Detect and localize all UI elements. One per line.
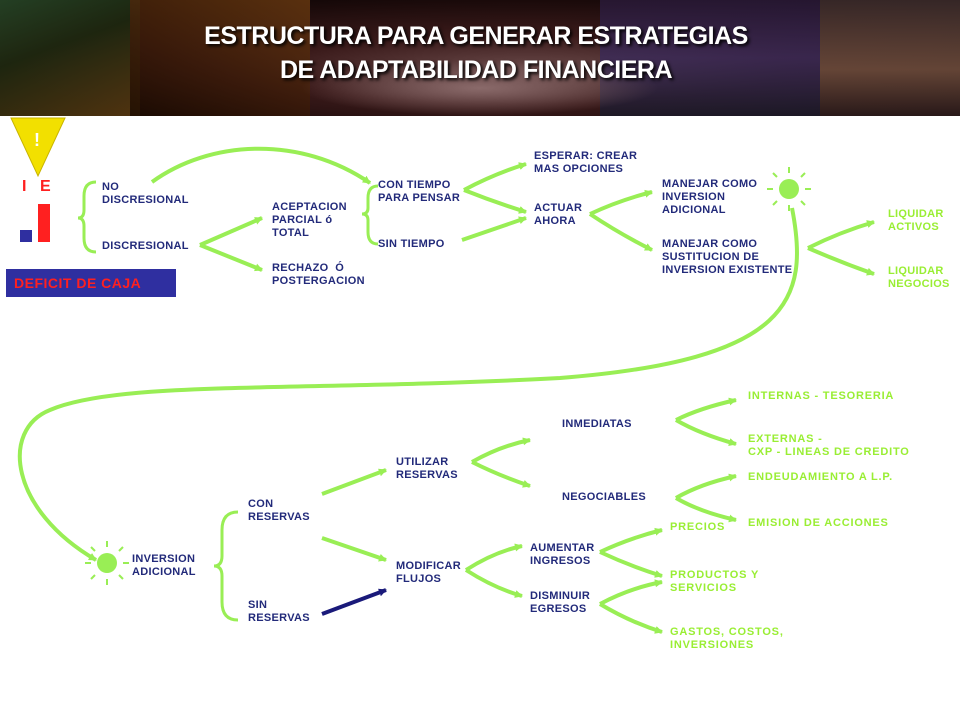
arrow-manejar-sustitucion [588, 212, 653, 252]
label-liquidar-negocios: LIQUIDAR NEGOCIOS [888, 265, 950, 290]
arrow-manejar-adicional [589, 189, 653, 216]
label-precios: PRECIOS [670, 521, 726, 533]
brace-tiempo [361, 184, 379, 246]
label-emision: EMISION DE ACCIONES [748, 517, 889, 529]
label-sin-tiempo: SIN TIEMPO [378, 238, 445, 250]
arrow-aumentar [464, 543, 523, 572]
label-esperar: ESPERAR: CREAR MAS OPCIONES [534, 150, 638, 175]
arrow-no-discrecional [150, 146, 372, 185]
label-aceptacion: ACEPTACION PARCIAL ó TOTAL [272, 201, 347, 239]
deficit-box: DEFICIT DE CAJA [6, 269, 176, 297]
arrow-modificar-flujos [321, 536, 387, 562]
ie-label-i: I [22, 178, 27, 195]
arrow-esperar [463, 162, 527, 192]
brace-discrecional [77, 180, 97, 254]
arrow-internas [675, 397, 737, 422]
arrow-precios [599, 527, 663, 554]
arrow-liquidar-activos [807, 220, 875, 250]
arrow-to-inversion-adicional [17, 207, 799, 562]
arrow-negociables [471, 460, 531, 488]
arrow-sin-tiempo [461, 216, 527, 242]
brace-reservas [213, 510, 239, 622]
arrow-inmediatas [471, 437, 531, 464]
arrow-endeudamiento [674, 473, 737, 500]
ie-bars-icon [20, 204, 50, 242]
title-line-2: DE ADAPTABILIDAD FINANCIERA [279, 56, 673, 84]
title-line-1: ESTRUCTURA PARA GENERAR ESTRATEGIAS [204, 22, 748, 50]
arrow-disminuir [464, 568, 523, 598]
label-discrecional: DISCRESIONAL [102, 240, 189, 252]
arrow-aceptacion [199, 216, 263, 247]
label-sin-reservas: SIN RESERVAS [248, 599, 310, 624]
ie-label-e: E [40, 178, 51, 195]
arrow-productos-disminuir [599, 579, 663, 606]
arrow-productos-aumentar [599, 550, 663, 578]
label-endeudamiento: ENDEUDAMIENTO A L.P. [748, 471, 893, 483]
header-banner: ESTRUCTURA PARA GENERAR ESTRATEGIAS DE A… [0, 0, 960, 116]
label-internas: INTERNAS - TESORERIA [748, 390, 895, 402]
label-productos: PRODUCTOS Y SERVICIOS [670, 569, 760, 594]
label-manejar-sustitucion: MANEJAR COMO SUSTITUCION DE INVERSION EX… [662, 238, 793, 276]
warning-icon: ! [10, 117, 66, 178]
arrow-gastos [598, 602, 663, 634]
sun-icon [767, 167, 811, 211]
arrow-sin-reservas [321, 588, 387, 616]
label-no-discrecional: NO DISCRESIONAL [102, 181, 189, 206]
label-negociables: NEGOCIABLES [562, 491, 646, 503]
label-gastos: GASTOS, COSTOS, INVERSIONES [670, 626, 784, 651]
arrow-actuar [463, 188, 527, 214]
arrow-utilizar-reservas [321, 468, 387, 496]
arrow-emision [674, 496, 737, 523]
label-inversion-adicional: INVERSION ADICIONAL [132, 553, 196, 578]
label-inmediatas: INMEDIATAS [562, 418, 632, 430]
label-con-reservas: CON RESERVAS [248, 498, 310, 523]
label-actuar: ACTUAR AHORA [534, 202, 583, 227]
label-con-tiempo: CON TIEMPO PARA PENSAR [378, 179, 461, 204]
label-externas: EXTERNAS - CXP - LINEAS DE CREDITO [748, 433, 910, 458]
label-disminuir: DISMINUIR EGRESOS [530, 590, 591, 615]
label-rechazo: RECHAZO Ó POSTERGACION [272, 262, 365, 287]
label-modificar-flujos: MODIFICAR FLUJOS [396, 560, 462, 585]
label-manejar-adicional: MANEJAR COMO INVERSION ADICIONAL [662, 178, 758, 216]
warning-symbol: ! [34, 130, 40, 150]
label-aumentar: AUMENTAR INGRESOS [530, 542, 595, 567]
sun-icon-lower [85, 541, 129, 585]
arrow-rechazo [199, 243, 263, 272]
label-liquidar-activos: LIQUIDAR ACTIVOS [888, 208, 944, 233]
arrow-externas [674, 418, 737, 446]
label-utilizar-reservas: UTILIZAR RESERVAS [396, 456, 458, 481]
arrow-liquidar-negocios [807, 246, 875, 276]
